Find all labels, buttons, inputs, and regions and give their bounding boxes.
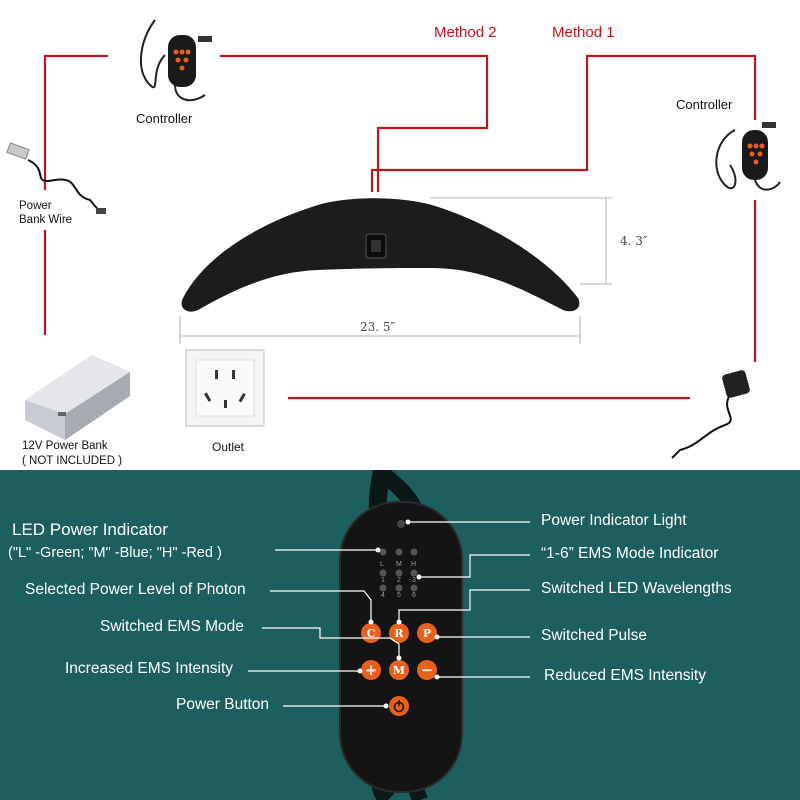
adapter-image [671, 370, 750, 459]
callout-switched-pulse: Switched Pulse [541, 627, 647, 644]
controller-body [339, 501, 463, 793]
callout-led-power-indicator: LED Power Indicator [12, 520, 168, 539]
button-c[interactable]: C [361, 623, 381, 643]
svg-text:P: P [423, 627, 431, 640]
svg-text:M: M [393, 664, 405, 677]
svg-text:+: + [365, 661, 378, 679]
led-label-L: L [380, 561, 384, 568]
led-label-3: 3 [412, 577, 416, 584]
controller-right-label: Controller [676, 97, 733, 112]
controller-left-image [139, 19, 212, 102]
led-label-5: 5 [397, 592, 401, 599]
height-dimension: 4. 3″ [620, 234, 648, 248]
width-dimension: 23. 5″ [360, 320, 396, 334]
leader-lines [248, 521, 530, 707]
power-bank-wire-image [6, 142, 106, 214]
method2-label: Method 2 [434, 24, 497, 41]
led-label-1: 1 [381, 577, 385, 584]
led-label-4: 4 [381, 592, 385, 599]
button-plus[interactable]: + [361, 660, 381, 680]
power-indicator-light [397, 520, 405, 528]
callout-power-level: Selected Power Level of Photon [25, 581, 246, 598]
callout-led-wavelengths: Switched LED Wavelengths [541, 580, 732, 597]
callout-ems-mode-indicator: “1-6” EMS Mode Indicator [541, 545, 719, 562]
callout-led-colors: ("L" -Green; "M" -Blue; "H" -Red ) [8, 545, 222, 561]
button-p[interactable]: P [417, 623, 437, 643]
method1-label: Method 1 [552, 24, 615, 41]
callout-increase-ems: Increased EMS Intensity [65, 660, 233, 677]
svg-text:−: − [421, 661, 434, 679]
installation-diagram: Method 2 Method 1 Controller Controller … [6, 19, 781, 467]
controller-left-label: Controller [136, 111, 193, 126]
leader-dots [357, 519, 440, 709]
power-bank-wire-label: Power Bank Wire [19, 200, 73, 226]
controller-diagram: L M H 1 2 3 4 5 6 C R P + M [0, 470, 800, 800]
svg-text:R: R [394, 627, 404, 640]
led-label-H: H [411, 561, 416, 568]
wire-method2 [220, 54, 489, 192]
wire-controller-to-wire [43, 54, 108, 190]
wiring-lines [6, 19, 781, 459]
led-indicator-grid: L M H 1 2 3 4 5 6 [379, 548, 418, 599]
callout-reduce-ems: Reduced EMS Intensity [544, 667, 706, 684]
led-label-M: M [396, 561, 402, 568]
power-bank-label: 12V Power Bank [22, 440, 108, 452]
wire-method1 [370, 54, 757, 192]
not-included-label: ( NOT INCLUDED ) [22, 455, 123, 467]
neck-belt-image [181, 198, 580, 312]
callout-power-button: Power Button [176, 696, 270, 713]
power-bank-image [25, 355, 130, 440]
button-m[interactable]: M [389, 660, 409, 680]
led-label-6: 6 [412, 592, 416, 599]
outlet-image [185, 349, 265, 427]
controller-svg: L M H 1 2 3 4 5 6 C R P + M [248, 470, 530, 800]
callout-ems-mode: Switched EMS Mode [100, 618, 244, 635]
button-r[interactable]: R [389, 623, 409, 643]
svg-text:C: C [367, 627, 376, 640]
dimension-lines [179, 197, 612, 344]
outlet-label: Outlet [212, 440, 245, 454]
button-minus[interactable]: − [417, 660, 437, 680]
controller-right-image [715, 122, 781, 191]
power-button[interactable] [389, 696, 409, 716]
led-label-2: 2 [397, 577, 401, 584]
callout-power-indicator-light: Power Indicator Light [541, 512, 687, 529]
